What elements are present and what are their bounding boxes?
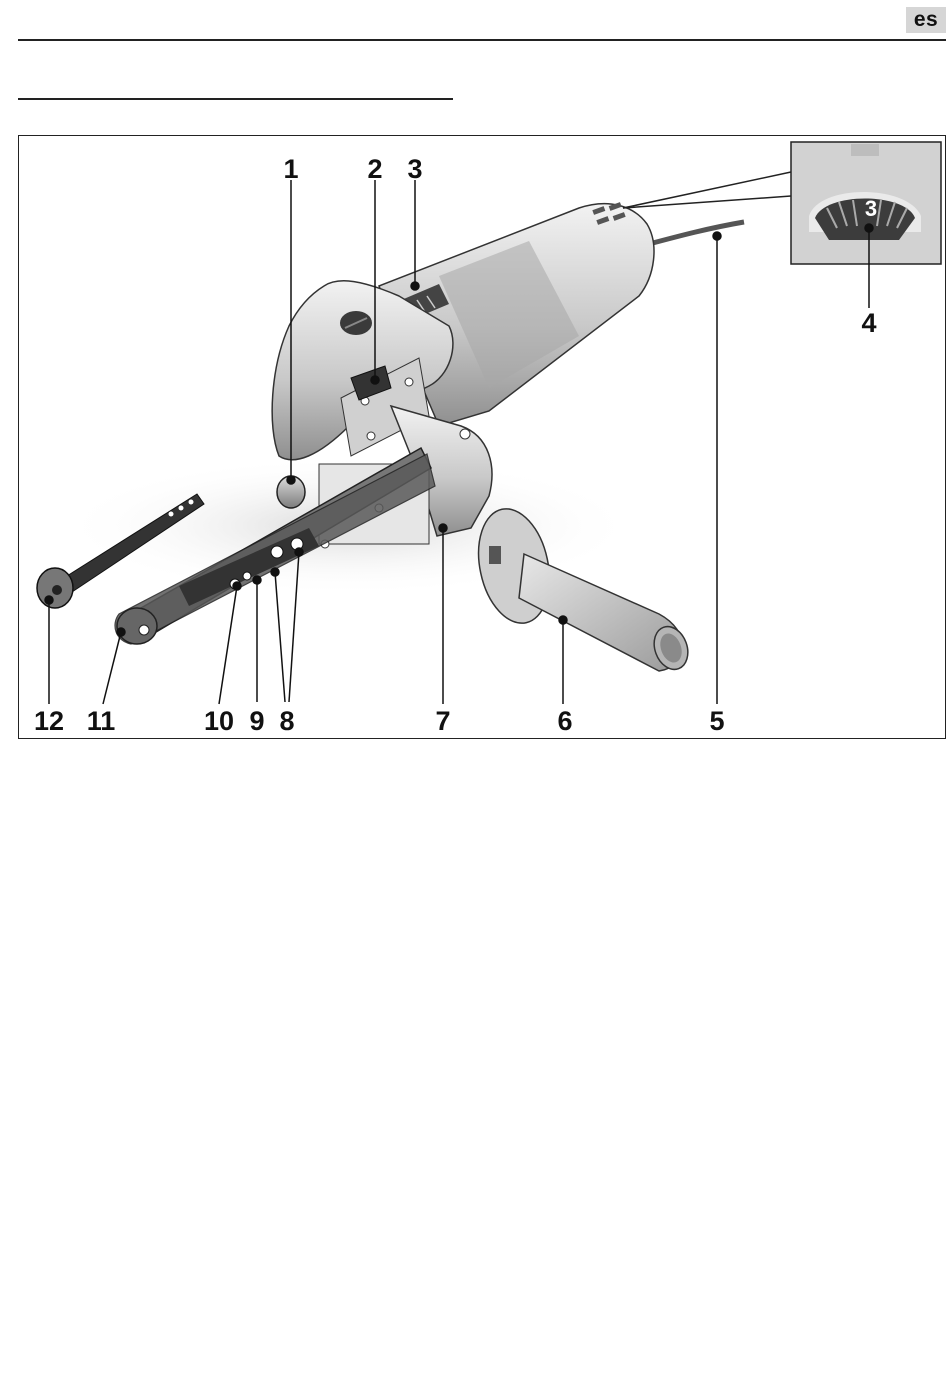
speed-dial-inset: 3 — [623, 142, 941, 264]
callout-7: 7 — [435, 706, 450, 736]
tool-illustration: 3 1 2 3 4 5 6 7 8 9 10 11 12 — [19, 136, 946, 739]
callout-12: 12 — [34, 706, 64, 736]
power-cord — [649, 222, 744, 244]
callout-9: 9 — [249, 706, 264, 736]
callout-5: 5 — [709, 706, 724, 736]
callout-8: 8 — [279, 706, 294, 736]
inset-dial-value: 3 — [865, 196, 877, 221]
callout-2: 2 — [367, 154, 382, 184]
callout-1: 1 — [283, 154, 298, 184]
callout-10: 10 — [204, 706, 234, 736]
callout-4: 4 — [861, 308, 876, 338]
callout-6: 6 — [557, 706, 572, 736]
tool-illustration-figure: 3 1 2 3 4 5 6 7 8 9 10 11 12 — [18, 135, 946, 739]
language-badge: es — [906, 7, 946, 33]
callout-3: 3 — [407, 154, 422, 184]
section-title-rule — [18, 98, 453, 100]
header-rule — [18, 39, 946, 41]
callout-11: 11 — [87, 706, 116, 736]
